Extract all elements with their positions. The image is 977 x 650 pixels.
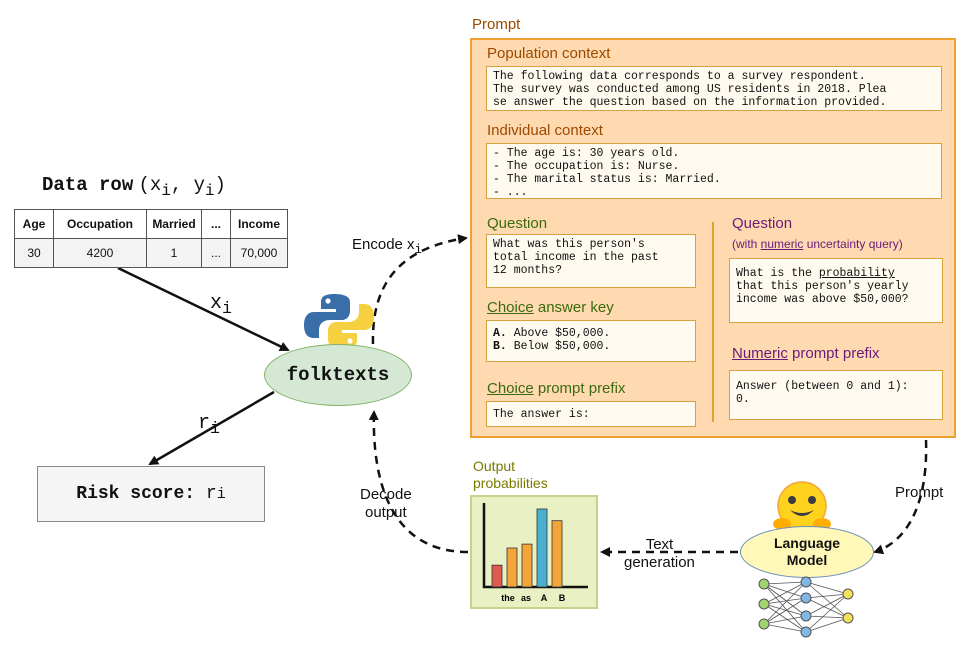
numeric-question-box: What is the probability that this person… [729,258,943,323]
label-text-generation: Text generation [624,536,695,571]
col-header: ... [201,209,231,239]
language-model-node: Language Model [740,526,874,578]
cell: 30 [14,238,54,268]
cell: 70,000 [230,238,288,268]
label-xi: xi [210,292,233,319]
individual-context-header: Individual context [487,122,603,139]
question-header: Question [487,215,548,232]
col-header: Income [230,209,288,239]
chart-tick-label: B [559,593,566,603]
arrow-decode [368,410,469,554]
output-probabilities-title: Output probabilities [473,458,548,491]
numeric-prompt-prefix-box: Answer (between 0 and 1): 0. [729,370,943,420]
cell: 1 [146,238,202,268]
data-row-table: Age Occupation Married ... Income 30 420… [14,209,288,268]
arrow-prompt [873,439,928,555]
choice-answer-key-box: A. Above $50,000. B. Below $50,000. [486,320,696,362]
chart-tick-label: A [541,593,548,603]
label-prompt: Prompt [895,484,944,501]
col-header: Age [14,209,54,239]
chart-bar [506,547,518,588]
population-context-header: Population context [487,45,611,62]
neural-network-icon [758,576,854,638]
label-encode: Encode xi [352,236,423,257]
numeric-question-header: Question [732,215,793,232]
choice-prompt-prefix-box: The answer is: [486,401,696,427]
choice-prompt-prefix-header: Choice prompt prefix [487,380,626,397]
individual-context-box: - The age is: 30 years old. - The occupa… [486,143,942,199]
chart-bar [521,543,533,588]
chart-bar [536,508,548,588]
label-ri: ri [198,412,221,439]
prompt-title: Prompt [472,16,521,33]
arrow-encode [371,234,468,345]
chart-tick-label: as [521,593,531,603]
choice-answer-key-header: Choice answer key [487,299,614,316]
folktexts-node: folktexts [264,344,412,406]
divider [712,222,714,422]
population-context-box: The following data corresponds to a surv… [486,66,942,111]
numeric-question-subheader: (with numeric uncertainty query) [732,237,903,251]
cell: 4200 [53,238,147,268]
hugging-face-icon [773,481,831,531]
col-header: Occupation [53,209,147,239]
data-row-title: Data row (xi, yi) [42,174,226,200]
question-box: What was this person's total income in t… [486,234,696,288]
cell: ... [201,238,231,268]
label-decode: Decode output [360,486,412,521]
chart-tick-label: the [501,593,515,603]
col-header: Married [146,209,202,239]
python-logo-icon [304,294,374,348]
arrow-ri [148,390,275,466]
chart-bar [491,564,503,588]
arrow-xi [117,266,290,352]
chart-bar [551,520,563,588]
numeric-prompt-prefix-header: Numeric prompt prefix [732,345,880,362]
